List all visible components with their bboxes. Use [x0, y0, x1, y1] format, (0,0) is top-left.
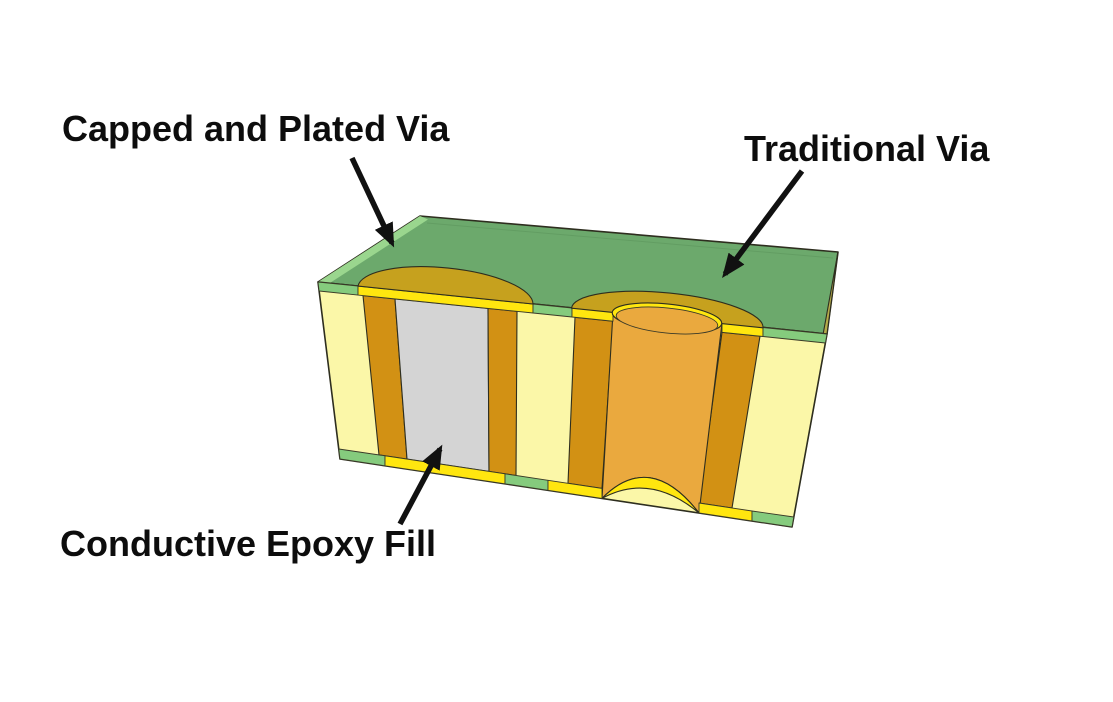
- top-face-left-edge-highlight: [318, 216, 428, 286]
- epoxy-fill-arrow: [397, 444, 443, 526]
- top-face-back-seam-line: [426, 222, 834, 259]
- capped-via-right-copper-wall: [487, 307, 518, 477]
- conductive-epoxy-fill-region: [394, 298, 490, 472]
- top-band-green-right: [762, 327, 828, 344]
- traditional-via-label: Traditional Via: [744, 128, 990, 169]
- capped-via-label: Capped and Plated Via: [62, 108, 450, 149]
- traditional-via-arrow: [722, 169, 805, 278]
- capped-via-arrow: [349, 156, 395, 248]
- bottom-band-green-right: [751, 510, 795, 528]
- traditional-via-bottom-pad-edge-left: [547, 479, 603, 499]
- traditional-via-hole-opening: [615, 306, 719, 335]
- epoxy-fill-label: Conductive Epoxy Fill: [60, 523, 437, 564]
- capped-via-top-pad-dome: [357, 266, 534, 305]
